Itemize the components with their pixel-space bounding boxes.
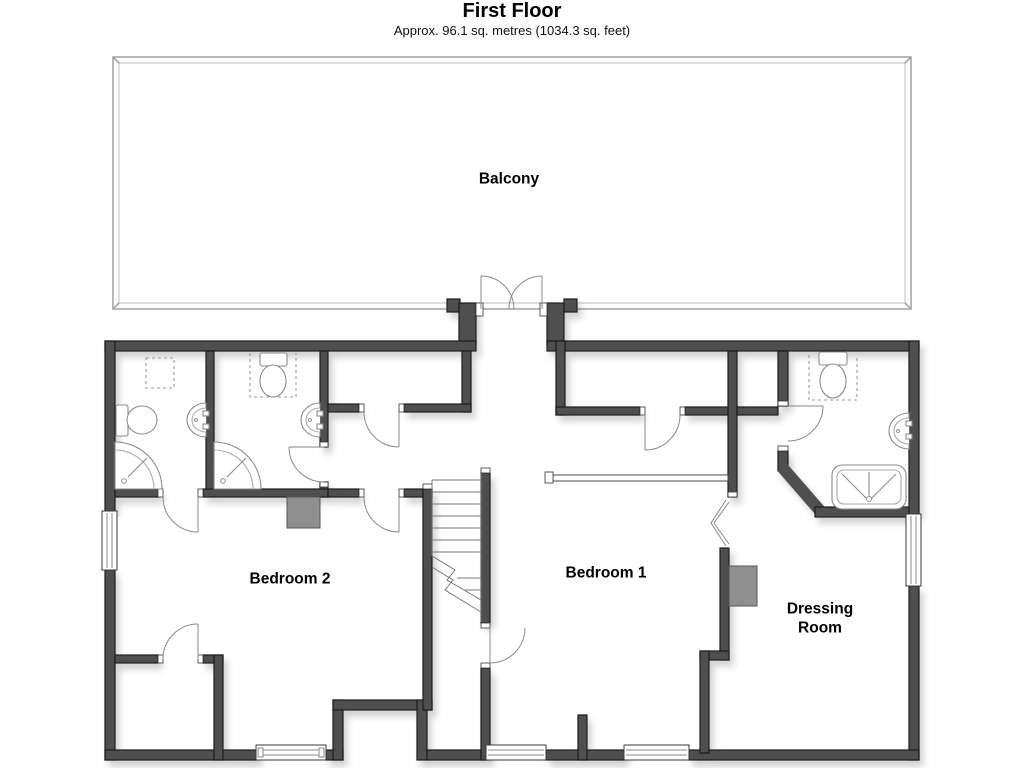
bath1-fixtures	[114, 357, 210, 490]
ensuite-fixtures	[808, 351, 913, 510]
wall-bedroom1-right	[719, 547, 730, 661]
bifold-door-dressing	[710, 499, 730, 547]
wall-bath1-bath2	[205, 350, 215, 492]
toilet-icon	[808, 351, 858, 401]
walls	[104, 298, 920, 761]
chimney-breast-bedroom2	[286, 496, 321, 529]
door-bath1	[162, 496, 199, 533]
double-door-balcony	[480, 275, 543, 310]
window-right-wall	[905, 513, 922, 587]
window-left-wall	[101, 510, 118, 571]
chimney-breast-dressing	[728, 565, 758, 607]
bathtub-icon	[831, 464, 907, 510]
wall-topright-room-right	[727, 350, 738, 498]
vestibule-stub-foot-left	[446, 298, 461, 313]
wall-closet-right	[213, 654, 224, 761]
sink-icon	[300, 402, 324, 438]
room-label-bedroom2: Bedroom 2	[249, 570, 331, 588]
wall-stairs-right-upper	[480, 472, 491, 624]
page-title: First Floor	[462, 0, 562, 22]
door-ensuite	[787, 405, 824, 442]
bath2-fixtures	[213, 352, 324, 490]
room-label-bedroom1: Bedroom 1	[565, 564, 647, 582]
corner-shower-icon	[213, 441, 262, 490]
wall-bath2-bottom	[202, 488, 329, 498]
stairs	[431, 473, 482, 622]
door-bath2	[288, 446, 325, 483]
page-subtitle: Approx. 96.1 sq. metres (1034.3 sq. feet…	[393, 23, 631, 38]
wall-bath2-right-upper	[319, 350, 329, 448]
toilet-icon	[115, 404, 158, 437]
door-topright-room	[644, 414, 681, 451]
vestibule-stub-foot-right	[563, 298, 578, 313]
stairs-break-line	[431, 566, 482, 613]
notch-wall-right	[416, 699, 428, 761]
window-bottom-bedroom2	[255, 744, 327, 761]
sink-icon	[186, 402, 210, 438]
room-label-dressing-room: Dressing Room	[786, 600, 854, 636]
stairs-break-line	[431, 555, 482, 601]
wall-ensuite-diagonal	[777, 463, 827, 517]
vestibule-stub-left	[458, 302, 477, 346]
window-bottom-bedroom1	[623, 744, 690, 761]
door-bedroom1	[489, 627, 526, 664]
corner-shower-icon	[114, 441, 163, 490]
vestibule-stub-right	[546, 302, 565, 346]
windows	[101, 510, 922, 761]
door-swings	[162, 275, 824, 664]
sink-icon	[888, 412, 913, 450]
door-closet	[162, 623, 199, 660]
door-jambs	[157, 302, 789, 669]
wall-bath1-bottom	[114, 488, 160, 498]
wall-vestibule-right	[555, 340, 566, 416]
toilet-icon	[249, 352, 297, 398]
low-wall-bedroom1-top	[544, 471, 729, 484]
door-bedroom2	[363, 496, 400, 533]
wall-stairs-left	[422, 488, 433, 711]
wall-vestibule-left	[461, 350, 472, 413]
door-store-room	[363, 411, 400, 448]
room-label-balcony: Balcony	[478, 170, 540, 188]
balcony-outline	[112, 56, 912, 310]
wall-ensuite-left-upper	[777, 350, 789, 407]
wall-lobby-right	[577, 714, 588, 761]
skylight-dashed	[145, 357, 175, 389]
window-bottom-lobby	[485, 744, 547, 761]
